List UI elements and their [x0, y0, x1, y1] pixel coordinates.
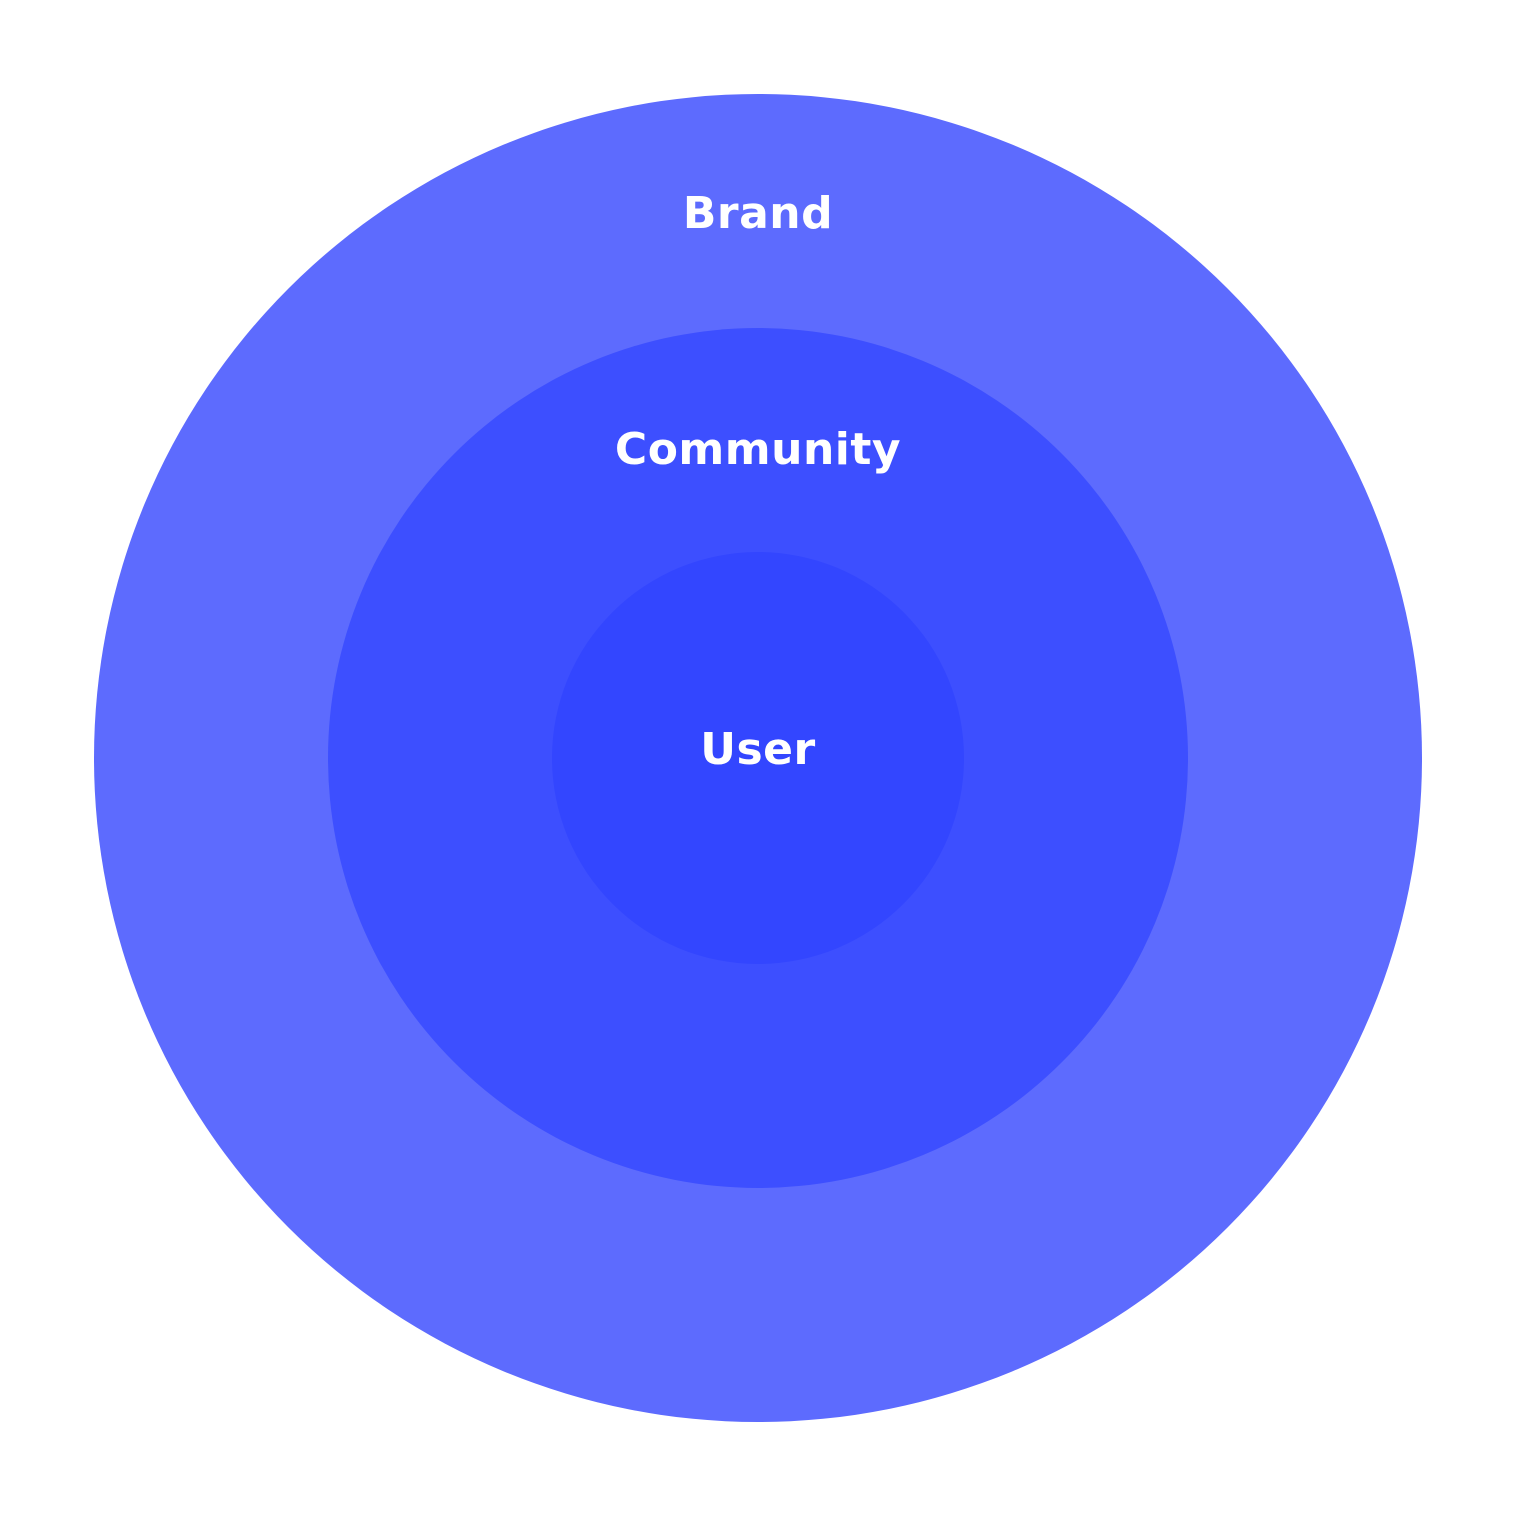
community-label: Community: [614, 424, 902, 475]
user-label: User: [700, 724, 816, 775]
user-circle: [552, 552, 964, 964]
brand-label: Brand: [682, 188, 834, 239]
